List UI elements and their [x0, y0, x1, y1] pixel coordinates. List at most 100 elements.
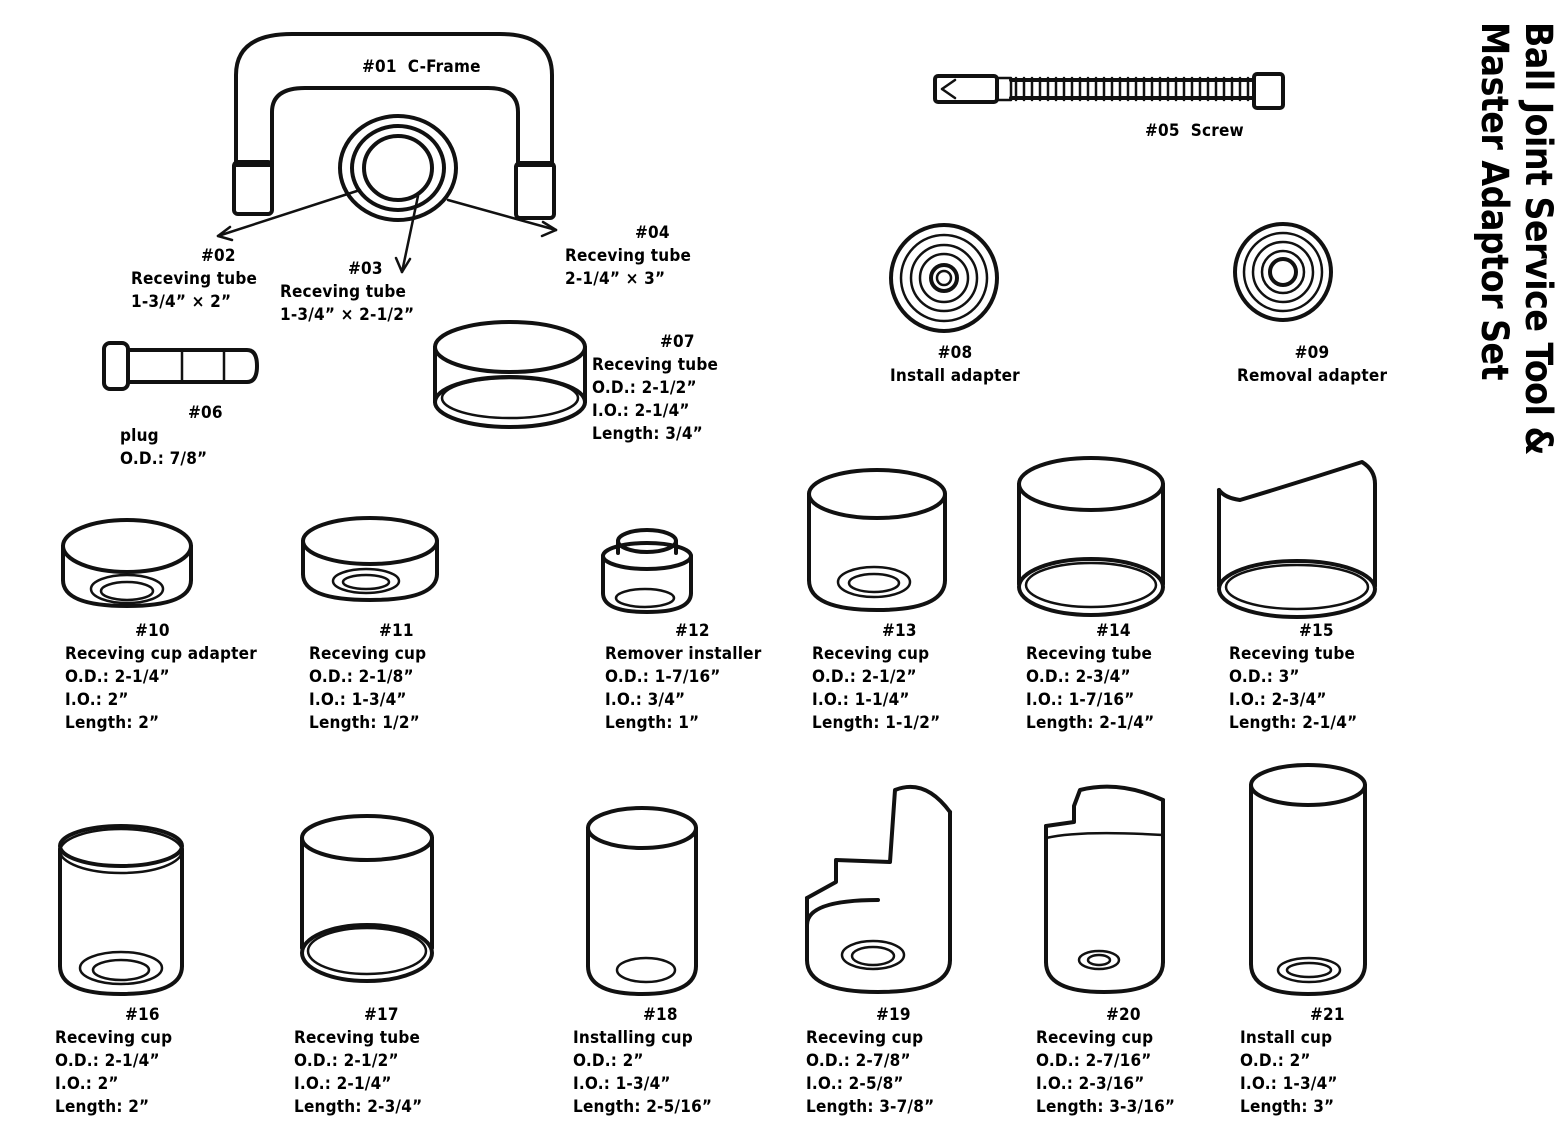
part-number: #14 — [1096, 621, 1131, 641]
part-od: O.D.: 2-1/2” — [812, 667, 917, 687]
tube-14-drawing — [1017, 456, 1165, 617]
part-03-label: #03 Receving tube 1-3/4” × 2-1/2” — [280, 258, 414, 327]
part-length: Length: 2-5/16” — [573, 1097, 713, 1117]
title-line-1: Ball Joint Service Tool & — [1517, 22, 1560, 456]
part-07-label: #07 Receving tube O.D.: 2-1/2” I.O.: 2-1… — [592, 331, 718, 446]
part-od: O.D.: 2-1/2” — [294, 1051, 399, 1071]
part-02-label: #02 Receving tube 1-3/4” × 2” — [131, 245, 257, 314]
part-name: Remover installer — [605, 644, 762, 664]
part-io: I.O.: 1-3/4” — [573, 1074, 671, 1094]
part-21-label: #21 Install cup O.D.: 2” I.O.: 1-3/4” Le… — [1240, 1004, 1345, 1119]
part-od: O.D.: 2-1/2” — [592, 378, 697, 398]
cup-16-drawing — [58, 824, 184, 996]
part-11-label: #11 Receving cup O.D.: 2-1/8” I.O.: 1-3/… — [309, 620, 426, 735]
part-name: Receving tube — [565, 246, 692, 266]
part-od: O.D.: 2-1/4” — [65, 667, 170, 687]
part-number: #03 — [348, 259, 383, 279]
part-name: Removal adapter — [1237, 366, 1388, 386]
part-number: #18 — [643, 1005, 678, 1025]
part-14-label: #14 Receving tube O.D.: 2-3/4” I.O.: 1-7… — [1026, 620, 1154, 735]
part-15-label: #15 Receving tube O.D.: 3” I.O.: 2-3/4” … — [1229, 620, 1357, 735]
part-name: Receving tube — [280, 282, 407, 302]
part-io: I.O.: 1-1/4” — [812, 690, 910, 710]
part-io: I.O.: 1-3/4” — [309, 690, 407, 710]
part-05-label: #05 Screw — [1145, 120, 1244, 143]
part-name: Receving tube — [1229, 644, 1356, 664]
part-length: Length: 2-1/4” — [1026, 713, 1155, 733]
part-number: #02 — [201, 246, 236, 266]
ring-07-drawing — [433, 320, 587, 429]
part-od: O.D.: 2” — [573, 1051, 644, 1071]
part-length: Length: 2” — [55, 1097, 150, 1117]
part-name: Receving cup — [309, 644, 427, 664]
part-od: O.D.: 2-1/8” — [309, 667, 414, 687]
part-od: O.D.: 2-7/8” — [806, 1051, 911, 1071]
part-length: Length: 2” — [65, 713, 160, 733]
screw-drawing — [933, 72, 1285, 110]
part-size: 2-1/4” × 3” — [565, 269, 666, 289]
part-name: Installing cup — [573, 1028, 693, 1048]
part-16-label: #16 Receving cup O.D.: 2-1/4” I.O.: 2” L… — [55, 1004, 172, 1119]
tube-17-drawing — [300, 814, 434, 983]
part-length: Length: 3/4” — [592, 424, 703, 444]
part-od: O.D.: 2-3/4” — [1026, 667, 1131, 687]
part-number: #20 — [1106, 1005, 1141, 1025]
part-number: #08 — [937, 343, 973, 363]
part-io: I.O.: 2-5/8” — [806, 1074, 904, 1094]
part-12-label: #12 Remover installer O.D.: 1-7/16” I.O.… — [605, 620, 761, 735]
part-number: #05 — [1145, 121, 1180, 141]
part-19-label: #19 Receving cup O.D.: 2-7/8” I.O.: 2-5/… — [806, 1004, 934, 1119]
part-13-label: #13 Receving cup O.D.: 2-1/2” I.O.: 1-1/… — [812, 620, 940, 735]
part-number: #07 — [660, 332, 695, 352]
part-number: #13 — [882, 621, 917, 641]
part-number: #19 — [876, 1005, 911, 1025]
cup-21-drawing — [1249, 763, 1367, 996]
cup-11-drawing — [301, 516, 439, 602]
part-io: I.O.: 1-3/4” — [1240, 1074, 1338, 1094]
part-name: Receving cup — [812, 644, 930, 664]
part-length: Length: 2-3/4” — [294, 1097, 423, 1117]
cup-13-drawing — [807, 468, 947, 612]
part-number: #06 — [188, 403, 223, 423]
part-od: O.D.: 2” — [1240, 1051, 1311, 1071]
title-line-2: Master Adaptor Set — [1473, 22, 1516, 381]
part-length: Length: 1-1/2” — [812, 713, 941, 733]
part-number: #09 — [1294, 343, 1330, 363]
part-io: I.O.: 2-3/16” — [1036, 1074, 1145, 1094]
cup-20-drawing — [1044, 784, 1165, 994]
part-09-label: #09 Removal adapter — [1237, 342, 1387, 388]
part-name: Receving cup adapter — [65, 644, 257, 664]
part-number: #17 — [364, 1005, 399, 1025]
part-name: Receving cup — [806, 1028, 924, 1048]
c-frame-drawing — [232, 32, 556, 222]
part-20-label: #20 Receving cup O.D.: 2-7/16” I.O.: 2-3… — [1036, 1004, 1175, 1119]
part-01-label: #01 C-Frame — [362, 56, 481, 79]
part-io: I.O.: 1-7/16” — [1026, 690, 1135, 710]
part-name: Receving cup — [1036, 1028, 1154, 1048]
part-number: #12 — [675, 621, 710, 641]
part-length: Length: 3-7/8” — [806, 1097, 935, 1117]
c-frame-arrows — [216, 188, 558, 274]
tube-15-drawing — [1217, 460, 1377, 619]
part-size: 1-3/4” × 2-1/2” — [280, 305, 415, 325]
part-io: I.O.: 2” — [65, 690, 129, 710]
part-size: 1-3/4” × 2” — [131, 292, 232, 312]
install-adapter-drawing — [889, 223, 999, 333]
part-od: O.D.: 1-7/16” — [605, 667, 721, 687]
part-number: #21 — [1310, 1005, 1345, 1025]
diagram-title: Ball Joint Service Tool & Master Adaptor… — [1472, 22, 1560, 455]
part-17-label: #17 Receving tube O.D.: 2-1/2” I.O.: 2-1… — [294, 1004, 422, 1119]
part-10-label: #10 Receving cup adapter O.D.: 2-1/4” I.… — [65, 620, 257, 735]
part-od: O.D.: 2-1/4” — [55, 1051, 160, 1071]
part-name: plug — [120, 426, 159, 446]
part-number: #16 — [125, 1005, 160, 1025]
part-name: Install adapter — [890, 366, 1020, 386]
part-04-label: #04 Receving tube 2-1/4” × 3” — [565, 222, 691, 291]
part-number: #04 — [635, 223, 670, 243]
part-od: O.D.: 2-7/16” — [1036, 1051, 1152, 1071]
part-number: #15 — [1299, 621, 1334, 641]
part-io: I.O.: 2-1/4” — [592, 401, 690, 421]
removal-adapter-drawing — [1233, 222, 1333, 322]
